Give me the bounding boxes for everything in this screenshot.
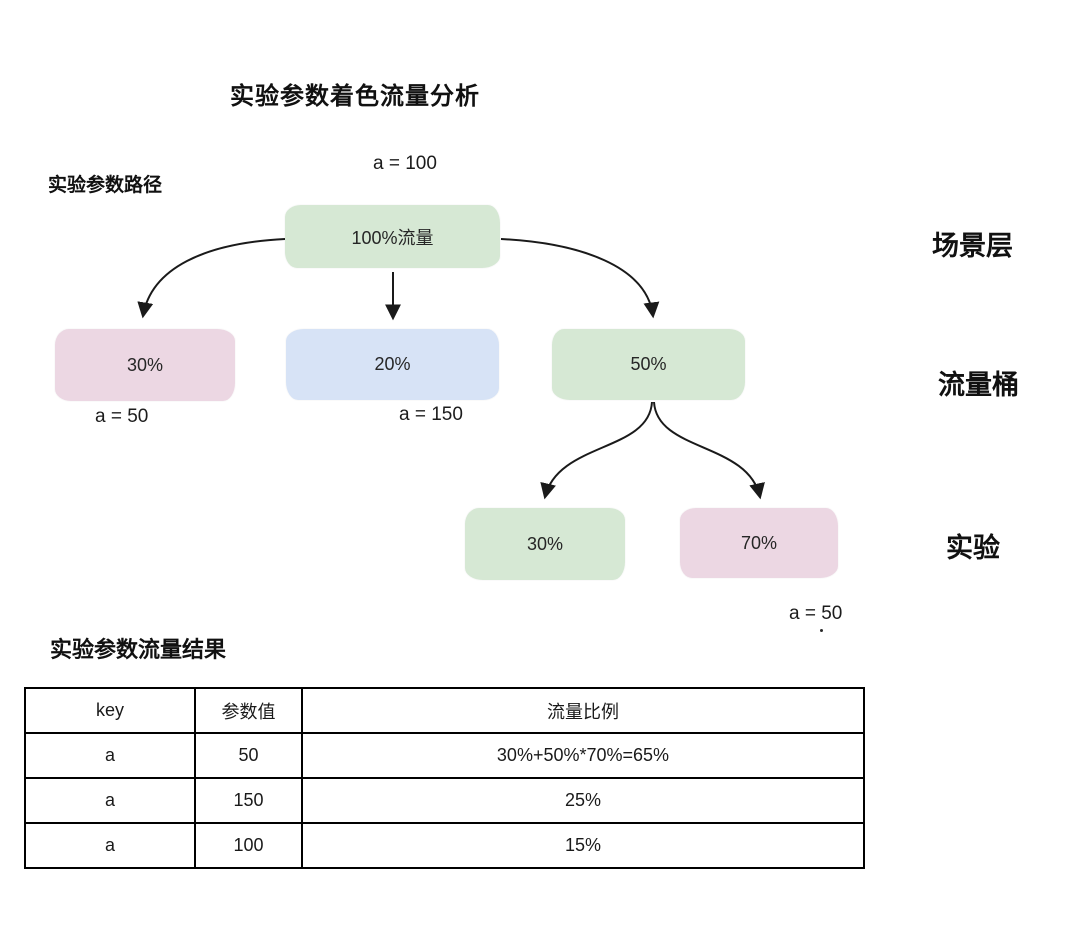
arrow-root-to-bucket-left: [137, 238, 286, 319]
cell-key: a: [24, 822, 196, 869]
node-bucket-30: 30%: [55, 329, 235, 401]
cell-param-value: 150: [194, 777, 303, 824]
stray-dot: [820, 629, 823, 632]
exp-70-caption: a = 50: [789, 603, 843, 624]
table-row: a 50 30%+50%*70%=65%: [24, 732, 865, 779]
header-cell-key: key: [24, 687, 196, 734]
cell-key: a: [24, 777, 196, 824]
table-header-row: key 参数值 流量比例: [24, 687, 865, 734]
header-cell-param-value: 参数值: [194, 687, 303, 734]
diagram-title: 实验参数着色流量分析: [230, 83, 480, 110]
node-exp-70: 70%: [680, 508, 838, 578]
cell-traffic-ratio: 25%: [301, 777, 865, 824]
arrow-bucket-right-to-exp-right: [653, 401, 765, 500]
cell-key: a: [24, 732, 196, 779]
layer-label-bucket: 流量桶: [938, 370, 1019, 400]
node-bucket-50: 50%: [552, 329, 745, 400]
arrow-bucket-right-to-exp-left: [540, 401, 653, 500]
cell-param-value: 100: [194, 822, 303, 869]
header-cell-traffic-ratio: 流量比例: [301, 687, 865, 734]
layer-label-scene: 场景层: [932, 231, 1013, 261]
node-bucket-20: 20%: [286, 329, 499, 400]
bucket-20-caption: a = 150: [399, 404, 463, 425]
node-root: 100%流量: [285, 205, 500, 268]
root-param-caption: a = 100: [373, 153, 437, 174]
arrow-root-to-bucket-right: [500, 238, 660, 319]
results-table-title: 实验参数流量结果: [50, 637, 227, 662]
node-exp-30: 30%: [465, 508, 625, 580]
bucket-30-caption: a = 50: [95, 406, 149, 427]
layer-label-experiment: 实验: [946, 533, 1000, 563]
path-label: 实验参数路径: [48, 175, 163, 196]
table-row: a 150 25%: [24, 777, 865, 824]
table-row: a 100 15%: [24, 822, 865, 869]
cell-traffic-ratio: 30%+50%*70%=65%: [301, 732, 865, 779]
results-table: key 参数值 流量比例 a 50 30%+50%*70%=65% a 150 …: [24, 687, 865, 869]
cell-traffic-ratio: 15%: [301, 822, 865, 869]
cell-param-value: 50: [194, 732, 303, 779]
